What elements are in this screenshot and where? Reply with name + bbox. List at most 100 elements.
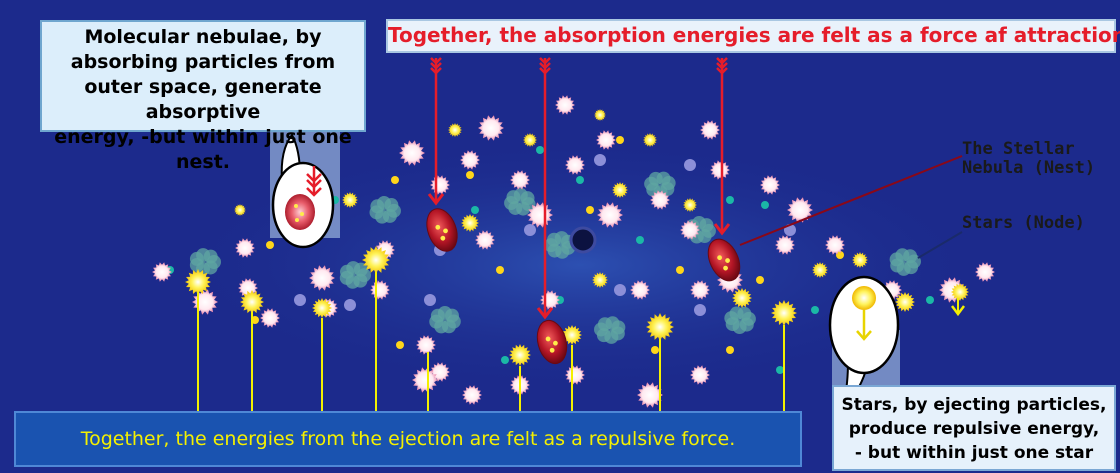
stellar-nebula-tag-line-1: The Stellar: [962, 139, 1075, 159]
stellar-nebula-leader: [739, 155, 963, 246]
stellar-nest: [707, 238, 741, 282]
white-star: [760, 175, 780, 195]
white-star: [680, 220, 700, 240]
particle: [811, 306, 819, 314]
repulsion-caption: Together, the energies from the ejection…: [14, 411, 802, 467]
particle: [726, 346, 734, 354]
yellow-star: [895, 292, 915, 312]
stellar-nebula-tag: The Stellar Nebula (Nest): [962, 140, 1095, 178]
particle: [651, 346, 659, 354]
white-star: [565, 365, 585, 385]
white-star: [555, 95, 575, 115]
absorption-closeup-bubble: [271, 133, 335, 249]
particle: [586, 206, 594, 214]
white-star: [700, 120, 720, 140]
particle: [594, 154, 606, 166]
yellow-star: [951, 283, 969, 301]
particle: [424, 294, 436, 306]
yellow-stars: [185, 109, 969, 366]
dust-cloud: [339, 261, 371, 289]
dust-cloud: [189, 248, 221, 276]
white-star: [975, 262, 995, 282]
particle: [536, 146, 544, 154]
yellow-star: [612, 182, 628, 198]
particle: [501, 356, 509, 364]
yellow-star: [732, 288, 752, 308]
white-star: [430, 362, 450, 382]
particle: [616, 136, 624, 144]
particle: [756, 276, 764, 284]
dust-cloud: [644, 171, 676, 199]
white-star: [596, 130, 616, 150]
yellow-star: [312, 298, 332, 318]
stars-line-1: Stars, by ejecting particles,: [841, 395, 1107, 415]
dust-cloud: [429, 306, 461, 334]
particle: [391, 176, 399, 184]
yellow-star: [185, 269, 211, 295]
absorption-arrow: [713, 57, 731, 236]
molecular-line-4: energy, -but within just one nest.: [54, 126, 352, 173]
white-star: [787, 197, 813, 223]
stellar-nest: [536, 319, 568, 365]
yellow-star: [643, 133, 657, 147]
white-star: [478, 115, 504, 141]
particle: [761, 201, 769, 209]
dust-cloud: [594, 316, 626, 344]
yellow-star: [812, 262, 828, 278]
yellow-star: [461, 214, 479, 232]
white-star: [152, 262, 172, 282]
white-star: [690, 280, 710, 300]
particle: [396, 341, 404, 349]
white-star: [710, 160, 730, 180]
yellow-star: [562, 325, 582, 345]
particle: [614, 284, 626, 296]
yellow-star: [448, 123, 462, 137]
yellow-star: [342, 192, 358, 208]
yellow-star: [592, 272, 608, 288]
particle: [294, 294, 306, 306]
stars-line-2: produce repulsive energy,: [848, 419, 1100, 439]
yellow-star: [523, 133, 537, 147]
particle: [836, 251, 844, 259]
yellow-star: [771, 300, 797, 326]
yellow-star: [683, 198, 697, 212]
white-star: [650, 190, 670, 210]
dust-cloud: [369, 196, 401, 224]
white-star: [416, 335, 436, 355]
stars-node-leader: [917, 231, 963, 259]
molecular-line-1: Molecular nebulae, by: [84, 26, 322, 48]
white-star: [775, 235, 795, 255]
dust-cloud: [889, 248, 921, 276]
molecular-nebulae-label: Molecular nebulae, by absorbing particle…: [40, 20, 366, 173]
particle: [524, 224, 536, 236]
molecular-line-3: outer space, generate absorptive: [84, 76, 322, 123]
yellow-star: [240, 290, 264, 314]
yellow-star: [362, 246, 390, 274]
particle: [694, 304, 706, 316]
white-star: [690, 365, 710, 385]
particle: [676, 266, 684, 274]
absorption-arrow: [536, 57, 554, 320]
particle: [776, 366, 784, 374]
particle: [576, 176, 584, 184]
particle: [726, 196, 734, 204]
particle: [344, 299, 356, 311]
stars-explanation-label: Stars, by ejecting particles, produce re…: [832, 385, 1116, 471]
yellow-star: [509, 344, 531, 366]
stars-node-tag: Stars (Node): [962, 213, 1085, 233]
dark-core: [569, 226, 597, 254]
white-star: [460, 150, 480, 170]
white-star: [412, 367, 438, 393]
white-star: [235, 238, 255, 258]
yellow-star: [852, 252, 868, 268]
molecular-line-2: absorbing particles from: [70, 51, 336, 73]
particle: [266, 241, 274, 249]
absorption-arrows: [427, 57, 731, 320]
white-star: [309, 265, 335, 291]
yellow-star: [234, 204, 246, 216]
stars-line-3: - but within just one star: [854, 443, 1094, 463]
particle: [926, 296, 934, 304]
galaxy-glow: [160, 135, 1000, 395]
